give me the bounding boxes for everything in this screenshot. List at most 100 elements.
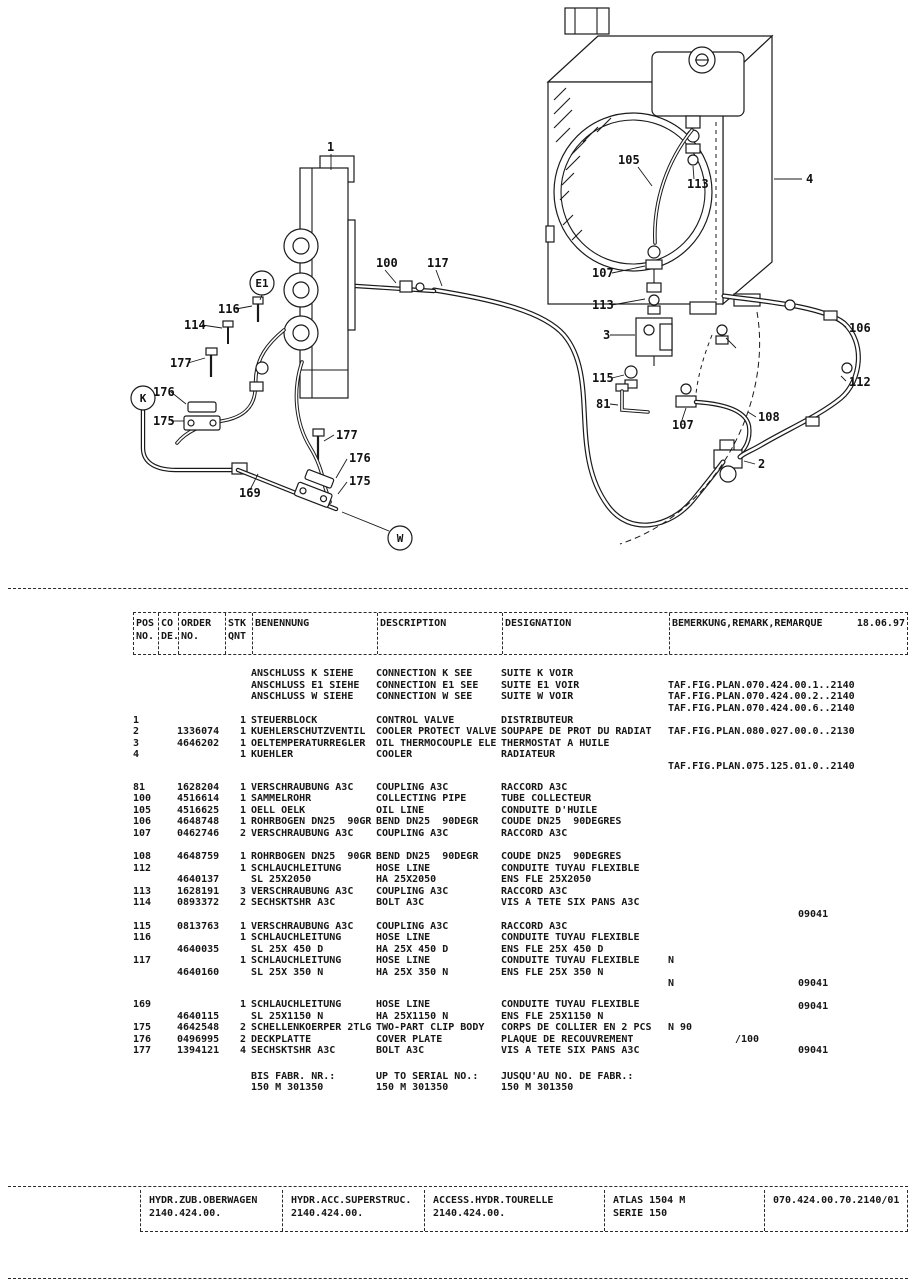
header-benennung: BENENNUNG bbox=[252, 613, 377, 654]
table-row: 150 M 301350 150 M 301350 150 M 301350 bbox=[133, 1082, 908, 1094]
callout-label: 112 bbox=[849, 375, 871, 389]
cell-remark bbox=[668, 1082, 908, 1140]
cell-benennung: SCHLAUCHLEITUNG bbox=[251, 932, 342, 943]
cell-order: 4640035 bbox=[177, 943, 220, 955]
cell-qnt: 1 bbox=[239, 955, 246, 966]
cell-benennung: ANSCHLUSS W SIEHE bbox=[251, 691, 354, 702]
cell-description: OIL THERMOCOUPLE ELE bbox=[376, 737, 497, 749]
cell-designation: TUBE COLLECTEUR bbox=[501, 793, 592, 804]
technical-drawing: 1 4 105 113 100 117 107 113 3 106 115 11… bbox=[130, 7, 871, 551]
bend-108 bbox=[693, 399, 752, 459]
table-row: 100 4516614 1 SAMMELROHR COLLECTING PIPE… bbox=[133, 793, 908, 805]
remark-note-2: /100 bbox=[735, 1033, 760, 1045]
bolt-114 bbox=[222, 320, 234, 344]
footer-plan-number: 070.424.00.70.2140/01 bbox=[764, 1190, 908, 1231]
radiator bbox=[545, 7, 774, 315]
cell-description: TWO-PART CLIP BODY bbox=[376, 1022, 485, 1033]
callout-label: 3 bbox=[603, 328, 610, 342]
leader-dashed bbox=[695, 334, 713, 395]
cell-order: 4642548 bbox=[177, 1022, 220, 1033]
cell-order: 4640160 bbox=[177, 966, 220, 978]
cell-qnt: 1 bbox=[239, 862, 246, 874]
cell-benennung: SECHSKTSHR A3C bbox=[251, 1045, 336, 1056]
cell-benennung: ROHRBOGEN DN25 90GR bbox=[251, 816, 372, 827]
cell-description: OIL LINE bbox=[376, 804, 425, 816]
remark-note-3: 09041 bbox=[798, 1001, 829, 1012]
cell-pos: 107 bbox=[133, 827, 152, 839]
remark-note-1: TAF.FIG.PLAN.070.424.00.6..2140 bbox=[668, 702, 855, 714]
cell-order: 1394121 bbox=[177, 1045, 220, 1056]
cell-pos: 114 bbox=[133, 897, 152, 908]
cell-pos: 169 bbox=[133, 999, 152, 1010]
cell-remark: TAF.FIG.PLAN.070.424.00.1..2140 bbox=[668, 668, 908, 726]
cell-benennung: OELL OELK bbox=[251, 804, 306, 816]
cell-pos: 2 bbox=[133, 726, 140, 737]
cell-benennung: SL 25X 450 D bbox=[251, 943, 324, 955]
cell-description: HOSE LINE bbox=[376, 955, 431, 966]
hose-106-112 bbox=[721, 293, 861, 460]
cell-order: 0496995 bbox=[177, 1033, 220, 1045]
remark-note-1: TAF.FIG.PLAN.080.027.00.0..2130 bbox=[668, 726, 855, 737]
cell-remark: TAF.FIG.PLAN.070.424.00.6..2140 bbox=[668, 691, 908, 749]
callout-label: 114 bbox=[184, 318, 206, 332]
cell-qnt: 1 bbox=[239, 920, 246, 932]
cell-designation: CONDUITE TUYAU FLEXIBLE bbox=[501, 955, 640, 966]
cell-pos: 175 bbox=[133, 1022, 152, 1033]
cell-qnt: 1 bbox=[239, 816, 246, 827]
table-row: 1 1 STEUERBLOCK CONTROL VALVE DISTRIBUTE… bbox=[133, 715, 908, 738]
callout-label: 177 bbox=[336, 428, 358, 442]
table-row: 2 1336074 1 KUEHLERSCHUTZVENTIL COOLER P… bbox=[133, 726, 908, 738]
cell-remark: TAF.FIG.PLAN.080.027.00.0..2130 bbox=[668, 715, 908, 773]
cell-benennung: ROHRBOGEN DN25 90GR bbox=[251, 851, 372, 862]
tee-107 bbox=[675, 383, 697, 408]
cell-designation: VIS A TETE SIX PANS A3C bbox=[501, 897, 640, 908]
callout-label: 107 bbox=[592, 266, 614, 280]
cell-pos: 176 bbox=[133, 1033, 152, 1045]
table-row: 81 1628204 1 VERSCHRAUBUNG A3C COUPLING … bbox=[133, 782, 908, 794]
cell-description: CONNECTION W SEE bbox=[376, 691, 473, 702]
connection-markers: E1 K W bbox=[130, 270, 413, 551]
table-row: 114 0893372 2 SECHSKTSHR A3C BOLT A3C VI… bbox=[133, 897, 908, 909]
callout-label: 115 bbox=[592, 371, 614, 385]
callout-label: 105 bbox=[618, 153, 640, 167]
callout-labels: 1 4 105 113 100 117 107 113 3 106 115 11… bbox=[153, 140, 871, 500]
cell-benennung: VERSCHRAUBUNG A3C bbox=[251, 827, 354, 839]
callout-label: 176 bbox=[349, 451, 371, 465]
callout-label: 113 bbox=[687, 177, 709, 191]
marker-w: W bbox=[397, 532, 404, 545]
cell-designation: ENS FLE 25X 350 N bbox=[501, 966, 604, 978]
callout-label: 116 bbox=[218, 302, 240, 316]
cell-benennung: SECHSKTSHR A3C bbox=[251, 897, 336, 908]
cell-remark: N 90 /100 09041 bbox=[668, 1011, 908, 1069]
table-row: 116 1 SCHLAUCHLEITUNG HOSE LINE CONDUITE… bbox=[133, 932, 908, 944]
cell-description: BEND DN25 90DEGR bbox=[376, 851, 479, 862]
cell-remark: TAF.FIG.PLAN.075.125.01.0..2140 bbox=[668, 749, 908, 807]
cell-qnt: 4 bbox=[239, 1045, 246, 1056]
cell-description: CONNECTION E1 SEE bbox=[376, 679, 479, 691]
cell-designation: VIS A TETE SIX PANS A3C bbox=[501, 1045, 640, 1056]
cell-order: 1336074 bbox=[177, 726, 220, 737]
cell-description: BOLT A3C bbox=[376, 897, 425, 908]
cell-qnt: 1 bbox=[239, 714, 246, 726]
callout-label: 113 bbox=[592, 298, 614, 312]
separator-line bbox=[8, 588, 908, 589]
remark-note-1: N bbox=[668, 955, 675, 966]
table-row: 113 1628191 3 VERSCHRAUBUNG A3C COUPLING… bbox=[133, 886, 908, 898]
cell-qnt: 3 bbox=[239, 885, 246, 897]
cell-benennung: KUEHLERSCHUTZVENTIL bbox=[251, 726, 366, 737]
oil-line-105 bbox=[653, 128, 694, 245]
cell-designation: COUDE DN25 90DEGRES bbox=[501, 851, 622, 862]
cell-benennung: VERSCHRAUBUNG A3C bbox=[251, 781, 354, 793]
callout-label: 177 bbox=[170, 356, 192, 370]
cell-benennung: BIS FABR. NR.: bbox=[251, 1070, 336, 1082]
table-row: 115 0813763 1 VERSCHRAUBUNG A3C COUPLING… bbox=[133, 921, 908, 933]
cell-pos: 116 bbox=[133, 932, 152, 943]
table-row: 107 0462746 2 VERSCHRAUBUNG A3C COUPLING… bbox=[133, 828, 908, 840]
remark-note-1: N bbox=[668, 978, 675, 989]
cell-benennung: SL 25X2050 bbox=[251, 874, 312, 885]
cell-qnt: 1 bbox=[239, 781, 246, 793]
